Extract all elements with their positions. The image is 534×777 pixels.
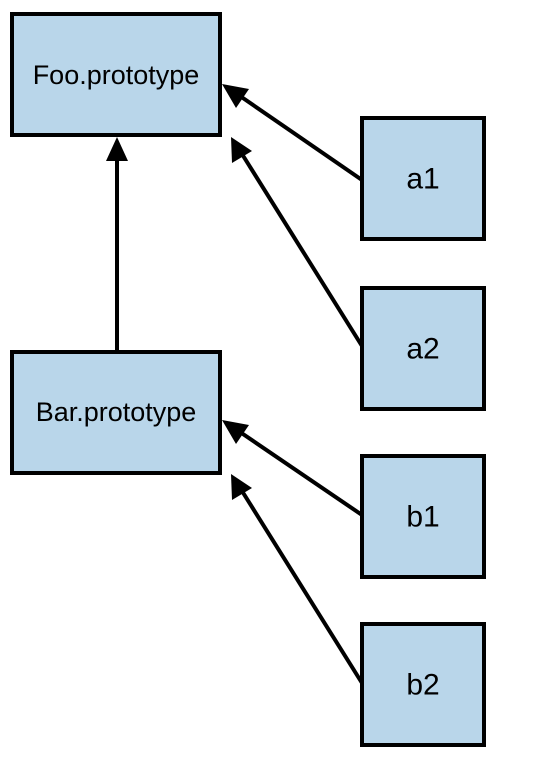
node-foo-prototype: Foo.prototype [10, 12, 222, 137]
node-label: a1 [406, 163, 439, 196]
node-b1: b1 [360, 454, 486, 579]
arrowhead-icon [231, 474, 252, 500]
edge-b2-to-bar [231, 474, 364, 685]
node-label: b1 [406, 501, 439, 534]
node-box [360, 286, 486, 411]
edge-a1-to-foo [222, 84, 364, 182]
edges [106, 84, 364, 685]
arrowhead-icon [231, 137, 252, 163]
edge-a2-to-foo [231, 137, 364, 348]
node-box [360, 622, 486, 747]
arrowhead-icon [222, 84, 249, 108]
node-label: b2 [406, 669, 439, 702]
edge-line [238, 94, 364, 182]
node-label: a2 [406, 333, 439, 366]
node-box [10, 12, 222, 137]
edge-bar-to-foo [106, 137, 128, 352]
node-box [360, 454, 486, 579]
edge-line [240, 152, 364, 348]
node-box [360, 116, 486, 241]
arrowhead-icon [222, 420, 249, 444]
node-b2: b2 [360, 622, 486, 747]
edge-line [238, 430, 364, 517]
node-bar-prototype: Bar.prototype [10, 350, 222, 475]
edge-b1-to-bar [222, 420, 364, 517]
node-label: Foo.prototype [33, 60, 200, 90]
node-box [10, 350, 222, 475]
node-a1: a1 [360, 116, 486, 241]
node-a2: a2 [360, 286, 486, 411]
arrowhead-icon [106, 137, 128, 161]
edge-line [240, 489, 364, 685]
node-label: Bar.prototype [36, 397, 197, 427]
